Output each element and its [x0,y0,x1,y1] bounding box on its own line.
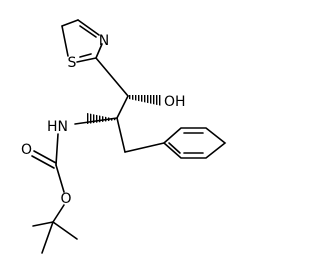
thiazole-sulfur-label: S [68,55,77,71]
bond-tbu-methyl-3 [41,221,54,254]
hydroxyl-label: OH [164,94,186,110]
bond-carbonyl-o-double-b [31,155,55,169]
thiazole-ring [61,19,103,63]
bond-c2-s1-double [79,53,92,58]
bond-c2-ch2 [116,117,126,153]
carbonyl-oxygen-label: O [21,142,32,158]
bond-c4-n3-double [79,25,97,38]
bond-carbonyl-ester-o [55,164,65,193]
bond-n3-c2 [95,43,103,59]
boc-group [31,133,78,254]
bond-ester-o-tbu [52,204,65,223]
bond-tbu-methyl-1 [32,221,54,227]
bond-c2-s1 [76,57,97,63]
stereo-hash-c2-nh [87,113,116,124]
bond-c4-n3 [77,19,100,36]
stereo-hash-c1-oh [129,95,162,106]
backbone-bonds [74,57,165,153]
bond-tbu-methyl-2 [52,221,78,240]
ester-oxygen-label: O [60,191,71,207]
phenyl-ring [162,127,227,159]
phenyl-double-3 [168,142,181,154]
thiazole-nitrogen-label: N [99,33,109,49]
bond-c5-c4 [61,19,79,27]
carbamate-nh-label: HN [47,119,68,135]
phenyl-outline [162,127,227,159]
bond-c1-c2 [116,95,129,119]
bond-ch2-phenyl [124,142,165,153]
bond-thiazole-c1 [95,57,129,97]
bond-carbonyl-o-double-a [33,150,57,164]
bond-s1-c5 [61,25,69,57]
chemical-structure-diagram: S N OH HN O O [21,19,227,254]
bond-nh-carbonyl [55,133,59,166]
